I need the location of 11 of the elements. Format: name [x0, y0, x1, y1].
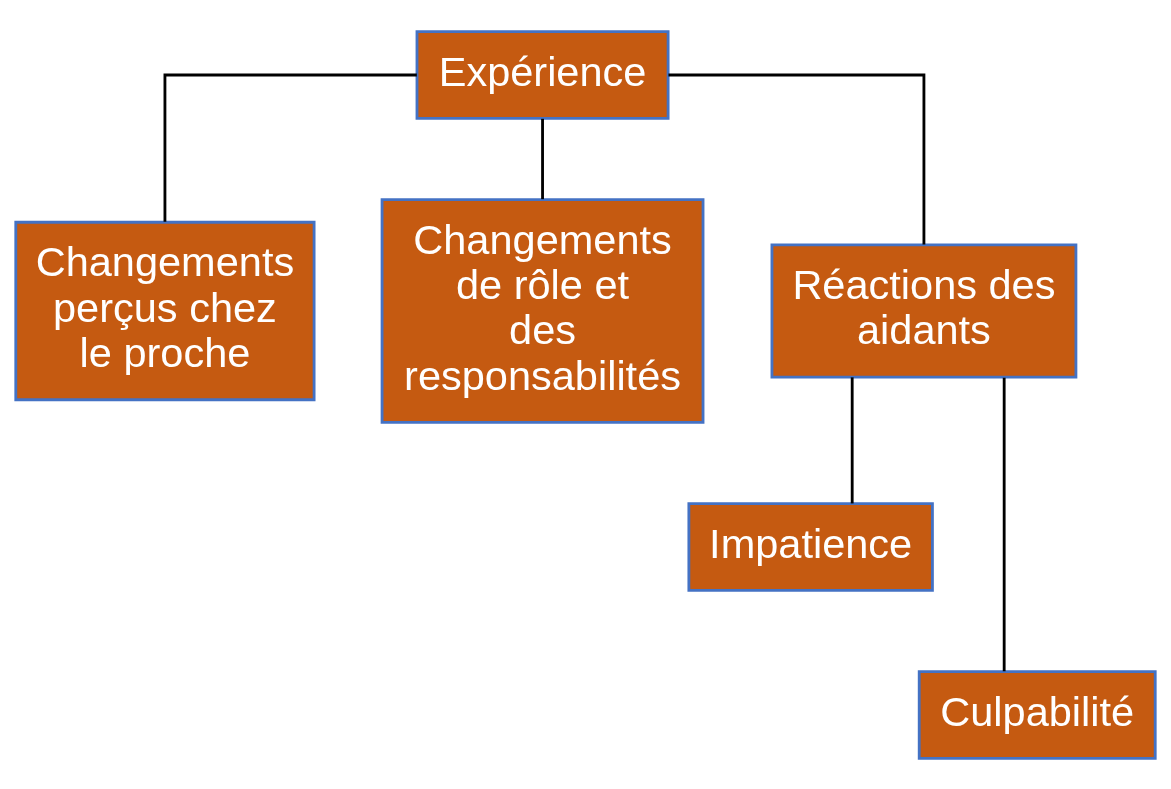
connector [850, 376, 854, 503]
connector [668, 73, 926, 245]
node-box: Réactions des aidants [770, 243, 1078, 378]
node-box: Expérience [415, 29, 670, 120]
node-box: Changements de rôle et des responsabilités [380, 197, 705, 424]
connector [541, 118, 544, 199]
connector [163, 73, 417, 222]
node-box: Changements perçus chez le proche [14, 220, 316, 401]
connector [1002, 377, 1006, 671]
node-box: Impatience [687, 501, 934, 592]
node-box: Culpabilité [917, 669, 1157, 760]
